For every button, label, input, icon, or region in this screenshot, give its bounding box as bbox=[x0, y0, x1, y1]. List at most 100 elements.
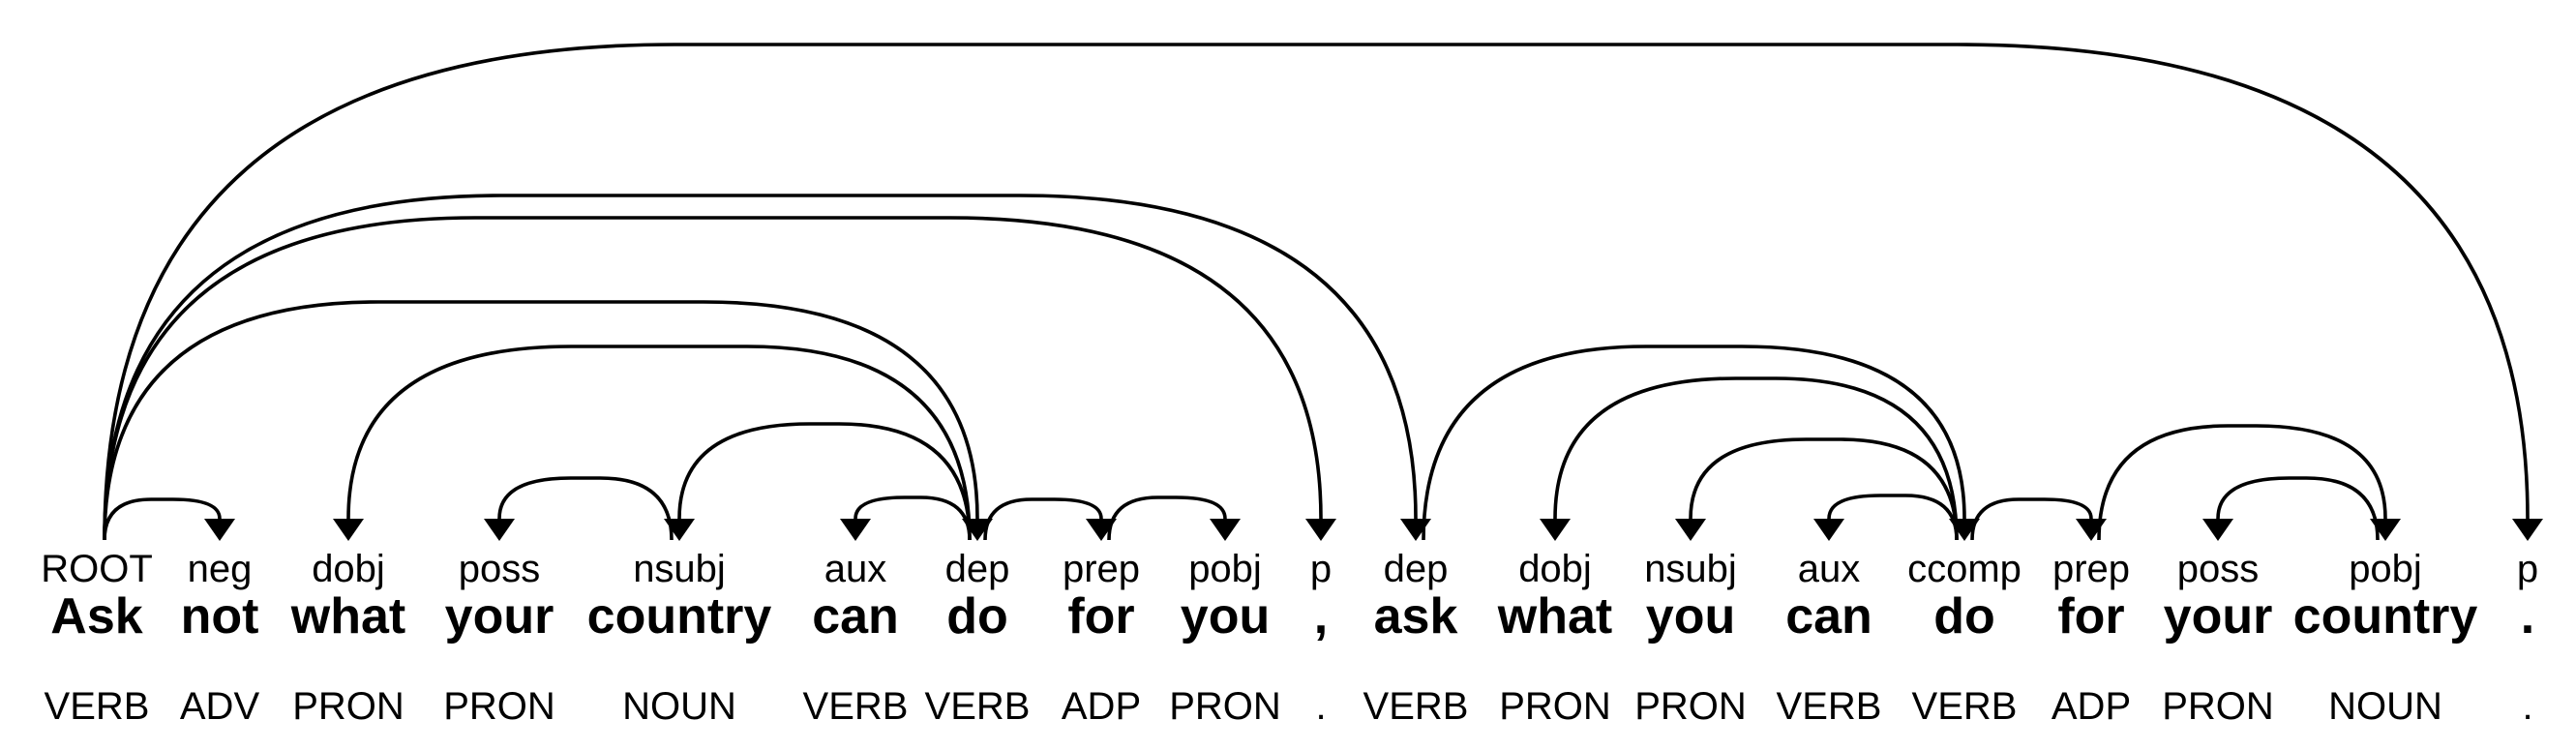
pos-tag-VERB: VERB bbox=[1911, 685, 2018, 728]
token-word: for bbox=[1067, 588, 1135, 645]
token-word: Ask bbox=[50, 588, 143, 645]
dependency-arc-pobj bbox=[2097, 424, 2401, 541]
pos-tag-ADV: ADV bbox=[179, 685, 260, 728]
token-word: what bbox=[1497, 588, 1613, 645]
dep-label-aux: aux bbox=[824, 548, 887, 590]
arc-curve bbox=[103, 216, 1323, 541]
arc-curve bbox=[2097, 424, 2387, 541]
dependency-arc-dobj bbox=[1540, 376, 1959, 541]
token-word: what bbox=[290, 588, 406, 645]
pos-tag-.: . bbox=[2522, 685, 2533, 728]
pos-tag-NOUN: NOUN bbox=[2328, 685, 2442, 728]
arrowhead bbox=[1949, 519, 1980, 541]
arrowhead bbox=[962, 519, 993, 541]
token-word: ask bbox=[1373, 588, 1458, 645]
arc-curve bbox=[983, 497, 1103, 541]
dependency-arc-prep bbox=[983, 497, 1117, 541]
dependency-arc-poss bbox=[2202, 476, 2380, 541]
arrowhead bbox=[840, 519, 871, 541]
dep-label-p: p bbox=[1309, 548, 1333, 590]
arc-curve bbox=[103, 300, 979, 541]
pos-tag-PRON: PRON bbox=[2162, 685, 2274, 728]
arc-curve bbox=[854, 495, 972, 541]
dep-label-ccomp: ccomp bbox=[1907, 548, 2022, 590]
arrowhead bbox=[1086, 519, 1117, 541]
dep-label-ROOT: ROOT bbox=[41, 548, 153, 590]
token-word: country bbox=[586, 588, 772, 645]
pos-tag-VERB: VERB bbox=[44, 685, 150, 728]
token-word: for bbox=[2057, 588, 2125, 645]
token-word: your bbox=[2163, 588, 2273, 645]
dependency-arc-neg bbox=[103, 497, 235, 541]
pos-tag-PRON: PRON bbox=[1499, 685, 1611, 728]
dependency-arc-dep bbox=[103, 300, 993, 541]
dependency-arc-p bbox=[103, 216, 1336, 541]
arc-curve bbox=[103, 43, 2530, 541]
arrowhead bbox=[1540, 519, 1571, 541]
pos-tag-PRON: PRON bbox=[443, 685, 555, 728]
dep-label-dobj: dobj bbox=[1518, 548, 1592, 590]
pos-tag-.: . bbox=[1315, 685, 1327, 728]
arc-curve bbox=[677, 422, 972, 541]
token-word: country bbox=[2292, 588, 2478, 645]
token-word: you bbox=[1180, 588, 1271, 645]
arc-curve bbox=[2216, 476, 2380, 541]
arc-curve bbox=[1827, 494, 1959, 541]
dependency-arc-aux bbox=[1813, 494, 1959, 541]
arrowhead bbox=[333, 519, 364, 541]
dependency-arc-nsubj bbox=[1675, 437, 1959, 541]
dep-label-dep: dep bbox=[1383, 548, 1449, 590]
token-word: , bbox=[1313, 588, 1329, 645]
arc-curve bbox=[1689, 437, 1959, 541]
dependency-arc-dobj bbox=[333, 345, 972, 541]
token-word: . bbox=[2520, 588, 2535, 645]
dep-label-aux: aux bbox=[1797, 548, 1861, 590]
token-word: your bbox=[444, 588, 554, 645]
dependency-arc-nsubj bbox=[664, 422, 972, 541]
token-word: can bbox=[812, 588, 899, 645]
dep-label-prep: prep bbox=[2052, 548, 2131, 590]
arc-curve bbox=[497, 476, 674, 541]
dep-label-prep: prep bbox=[1062, 548, 1141, 590]
pos-tag-VERB: VERB bbox=[1363, 685, 1469, 728]
dependency-arc-aux bbox=[840, 495, 972, 541]
arc-curve bbox=[1422, 345, 1966, 541]
arc-curve bbox=[346, 345, 972, 541]
pos-tag-VERB: VERB bbox=[802, 685, 909, 728]
dependency-arc-p bbox=[103, 43, 2543, 541]
dep-label-p: p bbox=[2516, 548, 2539, 590]
dep-label-dobj: dobj bbox=[312, 548, 385, 590]
arc-curve bbox=[103, 194, 1418, 541]
pos-tag-NOUN: NOUN bbox=[622, 685, 736, 728]
token-word: not bbox=[180, 588, 259, 645]
arrowhead bbox=[2512, 519, 2543, 541]
token-word: can bbox=[1785, 588, 1872, 645]
pos-tag-PRON: PRON bbox=[1634, 685, 1747, 728]
token-word: do bbox=[946, 588, 1008, 645]
token-word: you bbox=[1645, 588, 1736, 645]
arc-curve bbox=[1553, 376, 1959, 541]
dep-label-neg: neg bbox=[187, 548, 253, 590]
pos-tag-ADP: ADP bbox=[1061, 685, 1142, 728]
dep-label-pobj: pobj bbox=[1188, 548, 1262, 590]
arc-curve bbox=[103, 497, 222, 541]
dependency-arc-pobj bbox=[1107, 495, 1241, 541]
pos-tag-PRON: PRON bbox=[292, 685, 404, 728]
arc-curve bbox=[1970, 497, 2093, 541]
dep-label-poss: poss bbox=[458, 548, 541, 590]
dependency-arc-ccomp bbox=[1422, 345, 1980, 541]
dependency-arc-poss bbox=[484, 476, 674, 541]
arrowhead bbox=[1210, 519, 1241, 541]
arrowhead bbox=[204, 519, 235, 541]
arrowhead bbox=[664, 519, 695, 541]
pos-tag-ADP: ADP bbox=[2051, 685, 2132, 728]
dep-label-dep: dep bbox=[944, 548, 1010, 590]
pos-tag-PRON: PRON bbox=[1169, 685, 1281, 728]
arrowhead bbox=[2202, 519, 2233, 541]
dep-label-pobj: pobj bbox=[2349, 548, 2422, 590]
arrowhead bbox=[1813, 519, 1844, 541]
dep-label-nsubj: nsubj bbox=[1644, 548, 1737, 590]
